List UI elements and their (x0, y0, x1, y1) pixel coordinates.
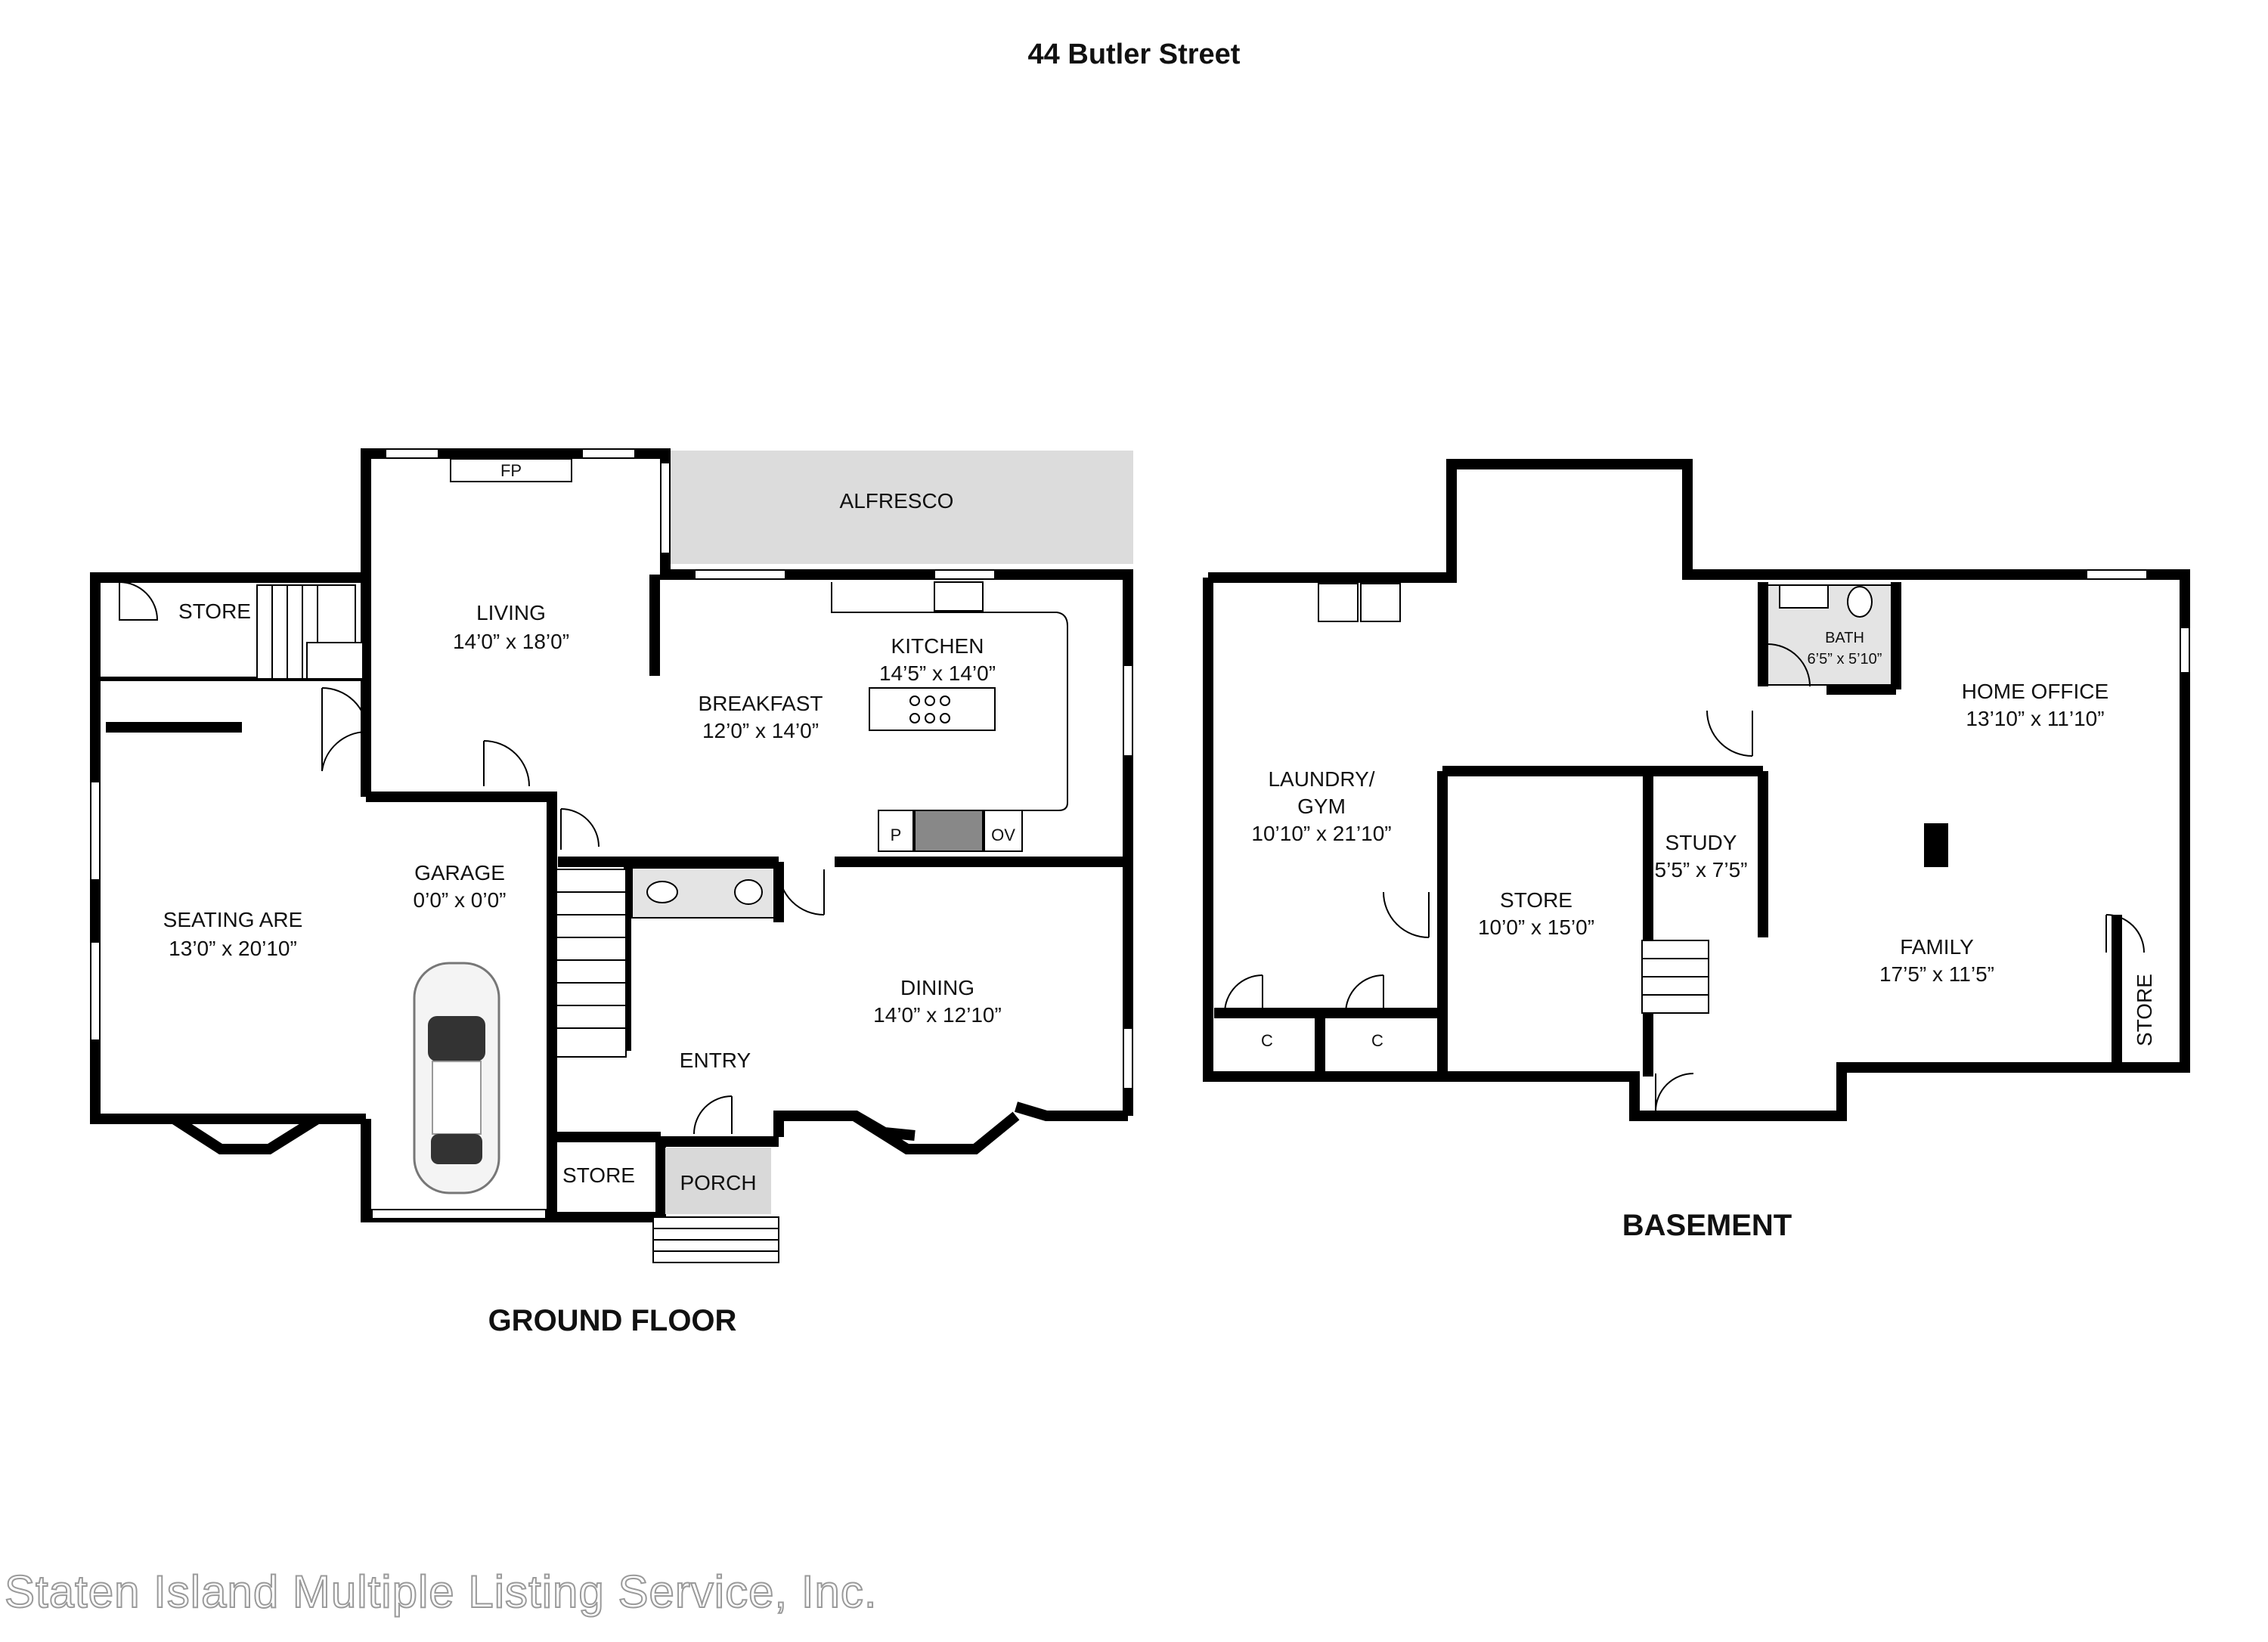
store-side-label: STORE (2133, 974, 2156, 1046)
kitchen-sink (934, 581, 984, 612)
store-label: STORE (1500, 888, 1572, 912)
family-label: FAMILY (1900, 935, 1974, 959)
washer (1318, 583, 1359, 622)
bath-size: 6’5” x 5’10” (1808, 651, 1882, 668)
pantry (878, 810, 914, 852)
column (1924, 823, 1948, 867)
home-office-size: 13’10” x 11’10” (1966, 707, 2104, 730)
ground-floor-title: GROUND FLOOR (488, 1304, 737, 1337)
store-bottom-label: STORE (562, 1163, 635, 1187)
dryer (1360, 583, 1401, 622)
ground-floor-labels: ALFRESCO FP LIVING 14’0” x 18’0” STORE K… (163, 461, 1016, 1337)
laundry-label-2: GYM (1297, 795, 1346, 818)
oven-label: OV (991, 826, 1015, 844)
closet-1-label: C (1261, 1031, 1273, 1050)
kitchen-label: KITCHEN (891, 634, 984, 658)
store-size: 10’0” x 15’0” (1478, 915, 1594, 939)
study-size: 5’5” x 7’5” (1655, 858, 1748, 881)
basement-fixtures (1224, 569, 2190, 1112)
pantry-label: P (891, 826, 902, 844)
plan-title: 44 Butler Street (1028, 39, 1241, 70)
bath-label: BATH (1825, 630, 1864, 646)
store-top-label: STORE (178, 599, 251, 623)
closet-2-label: C (1371, 1031, 1383, 1050)
basement-labels: LAUNDRY/ GYM 10’10” x 21’10” BATH 6’5” x… (1251, 630, 2156, 1242)
oven (984, 810, 1023, 852)
porch-label: PORCH (680, 1171, 756, 1194)
car-icon (413, 962, 500, 1194)
laundry-size: 10’10” x 21’10” (1251, 822, 1391, 845)
basement (1203, 459, 2190, 1121)
fireplace-label: FP (500, 461, 522, 480)
fridge (914, 810, 984, 852)
kitchen-island (869, 687, 996, 731)
living-size: 14’0” x 18’0” (453, 630, 569, 653)
alfresco-label: ALFRESCO (840, 489, 954, 513)
entry-label: ENTRY (680, 1049, 751, 1072)
dining-label: DINING (900, 976, 974, 999)
fireplace (450, 458, 572, 482)
living-label: LIVING (476, 601, 546, 624)
basement-outer-north (1203, 459, 2190, 1121)
kitchen-size: 14’5” x 14’0” (879, 661, 996, 685)
dining-bay (851, 1111, 1020, 1154)
watermark: Staten Island Multiple Listing Service, … (5, 1566, 878, 1617)
garage-label: GARAGE (414, 861, 505, 885)
home-office-label: HOME OFFICE (1962, 680, 2108, 703)
family-size: 17’5” x 11’5” (1879, 962, 1994, 986)
dining-size: 14’0” x 12’10” (873, 1003, 1002, 1027)
ground-floor-fixtures (90, 448, 1133, 1263)
laundry-label-1: LAUNDRY/ (1268, 767, 1374, 791)
seating-label: SEATING ARE (163, 908, 303, 931)
basement-title: BASEMENT (1622, 1209, 1792, 1242)
alfresco-area (665, 451, 1133, 564)
breakfast-label: BREAKFAST (699, 692, 823, 715)
study-label: STUDY (1665, 831, 1737, 854)
breakfast-size: 12’0” x 14’0” (702, 719, 819, 742)
seating-size: 13’0” x 20’10” (169, 937, 297, 960)
outer-wall-south (1014, 1101, 1128, 1121)
seating-bay (95, 1114, 321, 1154)
garage-size: 0’0” x 0’0” (414, 888, 507, 912)
